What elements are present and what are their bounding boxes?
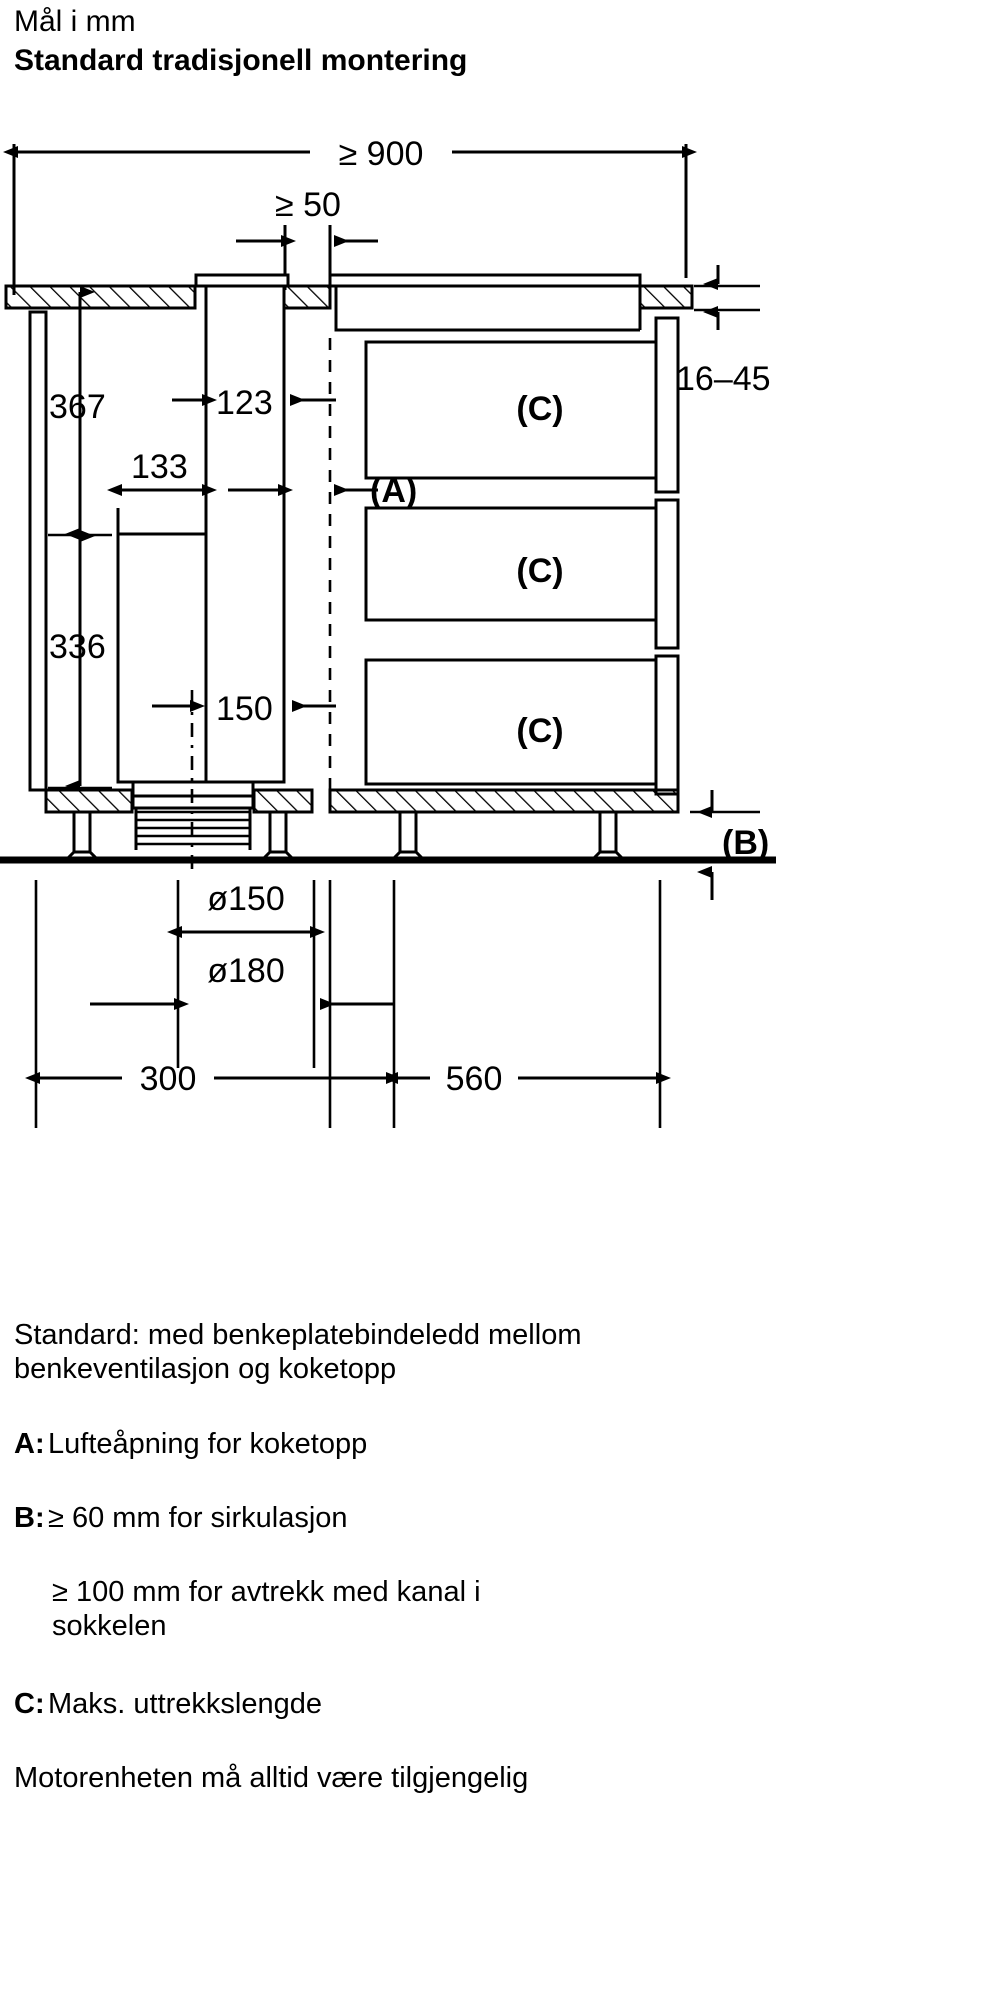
callout-b: (B) xyxy=(722,824,769,862)
dim-label-336: 336 xyxy=(49,628,106,666)
installation-drawing: ≥ 900 ≥ 50 367 123 133 336 150 16–45 ø15… xyxy=(0,135,776,1128)
dim-label-d180: ø180 xyxy=(207,952,285,990)
dim-label-367: 367 xyxy=(49,388,106,426)
dim-label-300: 300 xyxy=(140,1060,197,1098)
dim-label-50: ≥ 50 xyxy=(275,186,341,224)
dim-label-560: 560 xyxy=(446,1060,503,1098)
callout-c-1: (C) xyxy=(516,390,563,428)
dim-label-d150: ø150 xyxy=(207,880,285,918)
legend-text-a: Lufteåpning for koketopp xyxy=(48,1428,368,1460)
legend-text-b3: sokkelen xyxy=(52,1610,167,1642)
dim-label-900: ≥ 900 xyxy=(339,135,424,173)
callout-c-2: (C) xyxy=(516,552,563,590)
dim-label-16-45: 16–45 xyxy=(676,360,771,398)
legend-item-c: C:Maks. uttrekkslengde xyxy=(14,1688,322,1721)
legend-text-b2: ≥ 100 mm for avtrekk med kanal i xyxy=(52,1576,481,1608)
callout-a: (A) xyxy=(370,472,417,510)
dim-label-123: 123 xyxy=(216,384,273,422)
callout-c-3: (C) xyxy=(516,712,563,750)
caption-line-1: Standard: med benkeplatebindeledd mellom xyxy=(14,1319,582,1351)
dim-label-150: 150 xyxy=(216,690,273,728)
legend-key-a: A: xyxy=(14,1428,45,1460)
legend-key-c: C: xyxy=(14,1688,45,1720)
legend-item-b-continued-1: ≥ 100 mm for avtrekk med kanal i xyxy=(52,1576,481,1609)
dim-label-133: 133 xyxy=(131,448,188,486)
legend-item-b: B:≥ 60 mm for sirkulasjon xyxy=(14,1502,348,1535)
caption-line-2: benkeventilasjon og koketopp xyxy=(14,1353,397,1385)
legend-item-a: A:Lufteåpning for koketopp xyxy=(14,1428,367,1461)
page-subtitle: Mål i mm xyxy=(14,5,136,38)
page-title: Standard tradisjonell montering xyxy=(14,44,468,77)
legend-text-b: ≥ 60 mm for sirkulasjon xyxy=(48,1502,348,1534)
footer-note: Motorenheten må alltid være tilgjengelig xyxy=(14,1762,529,1794)
legend-key-b: B: xyxy=(14,1502,45,1534)
legend-item-b-continued-2: sokkelen xyxy=(52,1610,166,1643)
legend-text-c: Maks. uttrekkslengde xyxy=(48,1688,323,1720)
